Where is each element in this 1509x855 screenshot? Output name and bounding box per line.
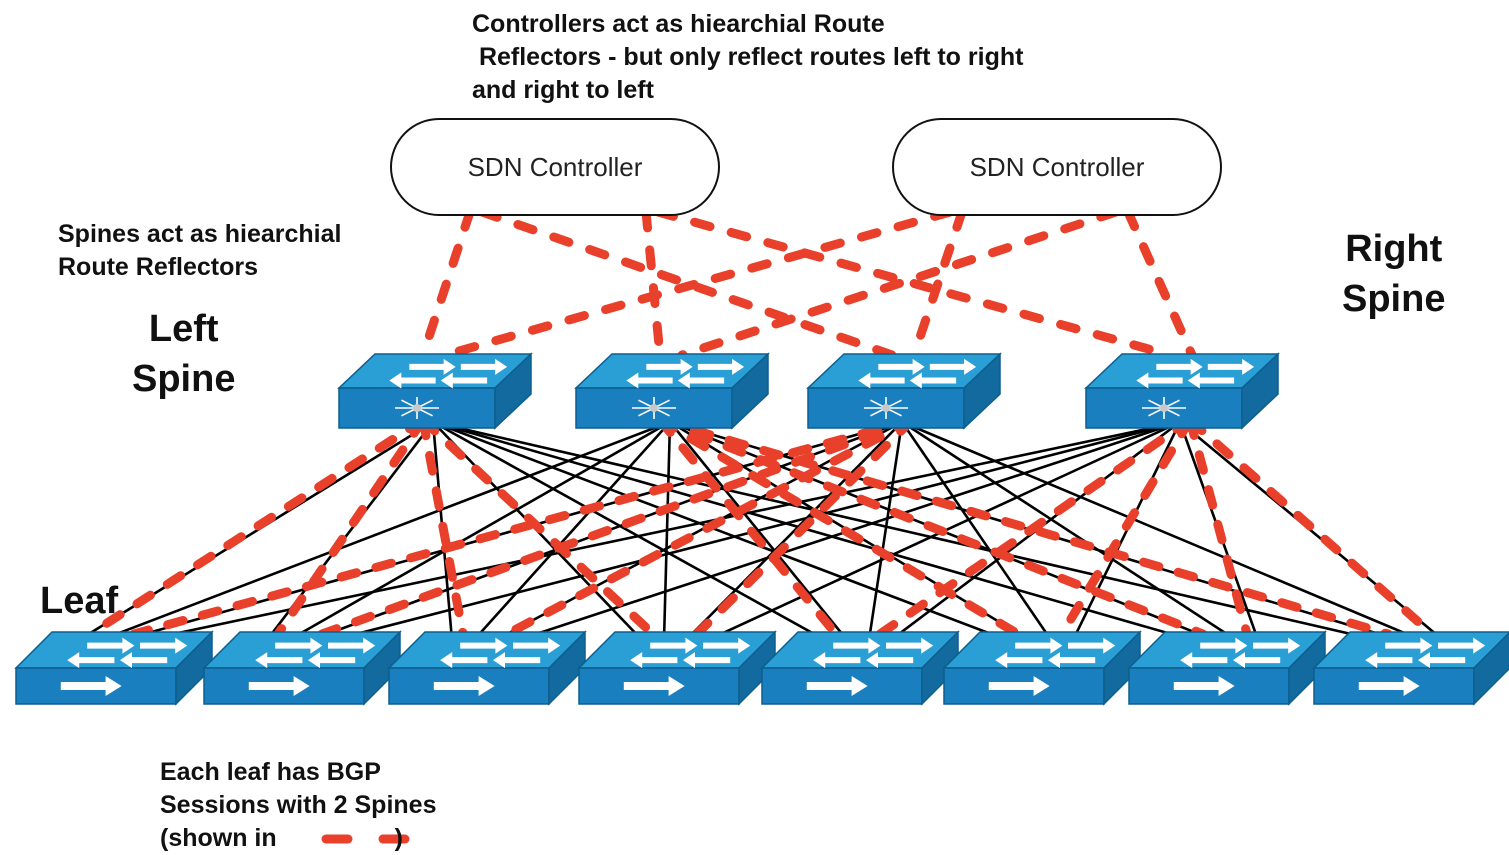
bgp-session-link	[655, 415, 1023, 639]
physical-link	[901, 420, 1237, 642]
controllers-note: Controllers act as hiearchial Route Refl…	[472, 8, 1023, 107]
bgp-session-link	[502, 415, 917, 639]
physical-link	[432, 420, 1193, 642]
spine-switch	[574, 352, 770, 430]
physical-link	[473, 421, 671, 641]
spines-note-line-1: Spines act as hiearchial	[58, 220, 342, 248]
physical-link	[900, 421, 1053, 641]
leaf-switches	[14, 630, 1509, 706]
controller-session-link	[653, 207, 1175, 360]
leaf-note-close-paren: )	[394, 824, 403, 852]
left-spine-label-line-1: Left	[148, 308, 219, 350]
controllers-note-line-2: Reflectors - but only reflect routes lef…	[472, 43, 1024, 71]
spines-note-line-2: Route Reflectors	[58, 253, 259, 281]
leaf-switch	[14, 630, 214, 706]
leaf-note-line-1: Each leaf has BGP	[160, 758, 381, 786]
physical-link	[432, 420, 826, 642]
physical-link	[144, 420, 1181, 642]
controller-session-link	[440, 207, 955, 360]
leaf-switch	[202, 630, 402, 706]
bgp-session-link	[418, 415, 468, 639]
right-spine-label: Right Spine	[1342, 224, 1445, 324]
left-spine-label: Left Spine	[132, 304, 235, 404]
spine-switch	[806, 352, 1002, 430]
leaf-note-line-3: (shown in)	[160, 822, 436, 855]
bgp-session-link	[1185, 415, 1437, 639]
controller-session-link	[677, 207, 1121, 360]
leaf-note-shown-in: (shown in	[160, 824, 277, 852]
leaf-switch	[387, 630, 587, 706]
spine-switches	[337, 352, 1280, 430]
controllers-note-line-1: Controllers act as hiearchial Route	[472, 10, 885, 38]
bgp-session-link	[875, 415, 1195, 639]
right-spine-label-line-1: Right	[1345, 228, 1443, 270]
left-spine-label-line-2: Spine	[132, 358, 236, 400]
spine-switch	[1084, 352, 1280, 430]
controller-session-link	[1123, 207, 1197, 360]
bgp-session-links	[85, 415, 1437, 639]
controllers-note-line-3: and right to left	[472, 76, 654, 104]
physical-link	[867, 421, 904, 641]
bgp-session-link	[1185, 415, 1252, 639]
bgp-session-link	[692, 415, 917, 639]
physical-link	[901, 420, 1422, 642]
physical-link	[288, 420, 671, 642]
bgp-session-link	[655, 415, 1208, 639]
bgp-session-link	[129, 415, 917, 639]
physical-link	[100, 420, 671, 642]
leaf-switch	[1127, 630, 1327, 706]
leaf-switch	[942, 630, 1142, 706]
right-spine-label-line-2: Spine	[1342, 278, 1446, 320]
leaf-switch	[577, 630, 777, 706]
controller-session-links	[418, 207, 1197, 360]
physical-link	[432, 420, 1008, 642]
spine-switch	[337, 352, 533, 430]
physical-link	[1179, 420, 1444, 642]
leaf-label: Leaf	[40, 580, 119, 622]
spines-note: Spines act as hiearchial Route Reflector…	[58, 218, 341, 284]
controller-session-link	[418, 207, 475, 360]
sdn-controller-1: SDN Controller	[390, 118, 720, 216]
bgp-session-link	[655, 415, 1393, 639]
bgp-session-link	[85, 415, 428, 639]
bgp-session-link	[655, 415, 841, 639]
bgp-session-link	[273, 415, 428, 639]
leaf-switch	[760, 630, 960, 706]
leaf-note: Each leaf has BGP Sessions with 2 Spines…	[160, 756, 436, 855]
leaf-switch	[1312, 631, 1509, 706]
physical-link	[78, 420, 434, 642]
sdn-controller-2: SDN Controller	[892, 118, 1222, 216]
bgp-session-link	[1057, 415, 1195, 639]
leaf-note-line-2: Sessions with 2 Spines	[160, 791, 437, 819]
controller-session-link	[477, 207, 897, 360]
bgp-session-link	[317, 415, 917, 639]
bgp-session-link	[418, 415, 658, 639]
controller-session-link	[641, 207, 665, 360]
physical-link	[432, 420, 1378, 642]
controller-session-link	[909, 207, 967, 360]
